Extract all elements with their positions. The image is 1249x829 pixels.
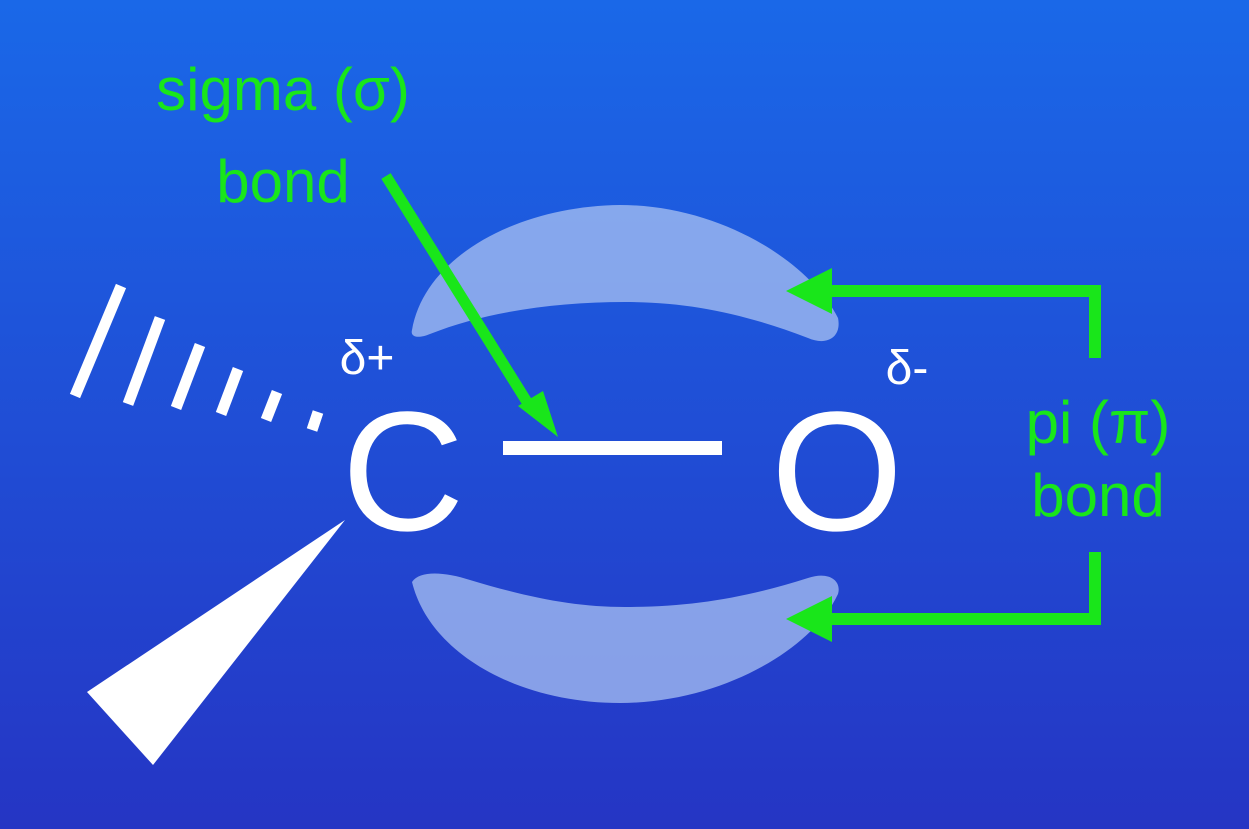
oxygen-atom: O [771, 377, 903, 567]
pi-arrow-upper-head [786, 268, 832, 314]
hash-line-5 [260, 389, 283, 423]
delta-plus-charge: δ+ [340, 332, 395, 385]
sigma-arrow [381, 173, 558, 437]
sigma-arrow-shaft [381, 173, 532, 405]
pi-arrow-lower [786, 552, 1101, 642]
pi-label-line1: pi (π) [1026, 389, 1171, 456]
hash-line-6 [306, 410, 324, 432]
hashed-wedge-bond [69, 283, 324, 432]
hash-line-3 [170, 343, 206, 410]
pi-arrow-upper [786, 268, 1101, 358]
sigma-label-line2: bond [216, 148, 349, 215]
hash-line-2 [122, 316, 166, 406]
hash-line-4 [215, 367, 244, 416]
pi-lobe-lower [412, 573, 839, 703]
sigma-bond-line [503, 441, 722, 455]
solid-wedge-bond [87, 520, 345, 765]
pi-lobe-upper [411, 205, 839, 342]
pi-arrow-upper-line [830, 285, 1101, 358]
sigma-label-line1: sigma (σ) [156, 56, 410, 123]
pi-arrow-lower-line [830, 552, 1101, 625]
delta-minus-charge: δ- [886, 342, 929, 395]
sigma-arrow-head [518, 391, 558, 437]
carbon-atom: C [342, 377, 465, 567]
pi-label-line2: bond [1031, 462, 1164, 529]
pi-arrow-lower-head [786, 596, 832, 642]
hash-line-1 [69, 283, 127, 399]
